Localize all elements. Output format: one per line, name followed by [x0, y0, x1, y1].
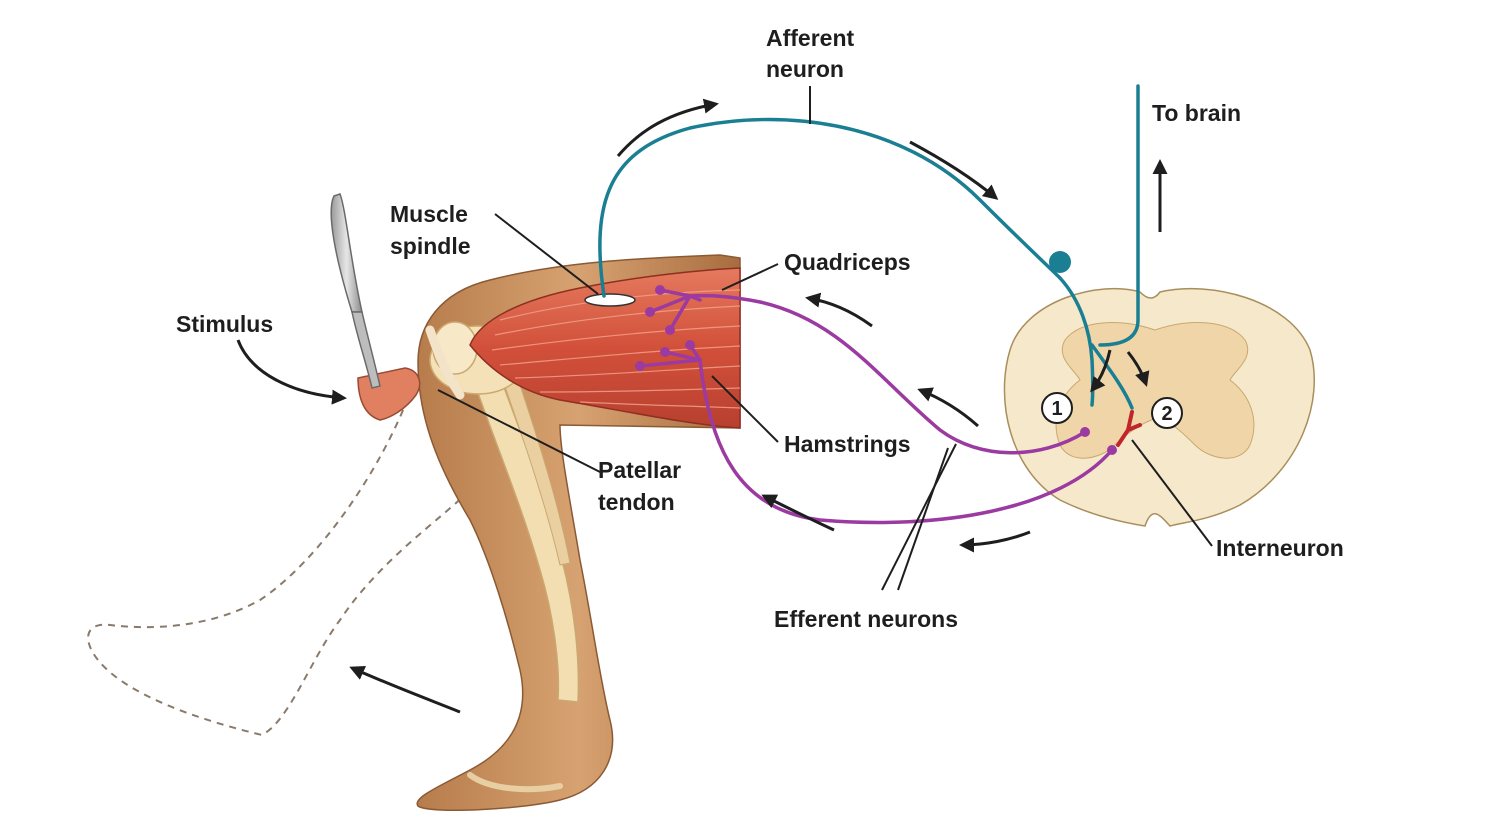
arrow-afferent-1 — [616, 98, 719, 157]
synapse-marker-1: 1 — [1041, 392, 1073, 424]
label-stimulus: Stimulus — [176, 311, 273, 337]
leader-efferent-1 — [881, 443, 957, 591]
label-muscle-spindle-line1: Muscle — [390, 201, 468, 227]
leader-lines — [437, 86, 1213, 591]
stimulus-pad — [357, 367, 421, 421]
reflex-hammer-icon — [330, 193, 381, 389]
afferent-neuron — [598, 84, 1140, 410]
leg-kick-outline — [87, 397, 471, 737]
arrow-stimulus — [236, 339, 347, 405]
label-patellar-line1: Patellar — [598, 457, 681, 483]
svg-text:1: 1 — [1051, 398, 1062, 420]
label-to-brain: To brain — [1152, 100, 1241, 126]
arrow-cord-1 — [1090, 349, 1112, 393]
muscle-spindle — [584, 293, 636, 307]
direction-arrows — [236, 98, 1168, 714]
label-afferent-line2: neuron — [766, 56, 844, 82]
interneuron — [1116, 410, 1142, 447]
leader-muscle-spindle — [494, 213, 599, 295]
afferent-cell-body — [1049, 251, 1071, 273]
leader-quadriceps — [721, 263, 779, 291]
label-efferent-neurons: Efferent neurons — [774, 606, 958, 632]
arrow-efferent-upper-1 — [805, 292, 873, 328]
svg-text:2: 2 — [1161, 403, 1172, 425]
thigh-muscles — [425, 267, 741, 429]
arrow-efferent-upper-2 — [917, 387, 979, 428]
label-hamstrings: Hamstrings — [784, 431, 911, 457]
arrow-efferent-lower-1 — [761, 494, 835, 532]
label-quadriceps: Quadriceps — [784, 249, 911, 275]
arrow-cord-2 — [1126, 351, 1150, 387]
label-interneuron: Interneuron — [1216, 535, 1344, 561]
label-afferent-line1: Afferent — [766, 25, 855, 51]
leader-interneuron — [1131, 439, 1213, 547]
arrow-afferent-2 — [909, 140, 999, 200]
diagram-labels: Afferent neuron To brain Muscle spindle … — [176, 25, 1344, 632]
label-muscle-spindle-line2: spindle — [390, 233, 471, 259]
leader-hamstrings — [711, 375, 779, 443]
efferent-terminals — [635, 285, 1117, 455]
efferent-neurons — [638, 288, 1114, 525]
arrow-efferent-lower-2 — [959, 530, 1031, 553]
leader-efferent-2 — [897, 447, 949, 591]
leader-patellar — [437, 389, 601, 473]
synapse-marker-2: 2 — [1151, 397, 1183, 429]
arrow-kick — [349, 666, 461, 714]
label-patellar-line2: tendon — [598, 489, 675, 515]
